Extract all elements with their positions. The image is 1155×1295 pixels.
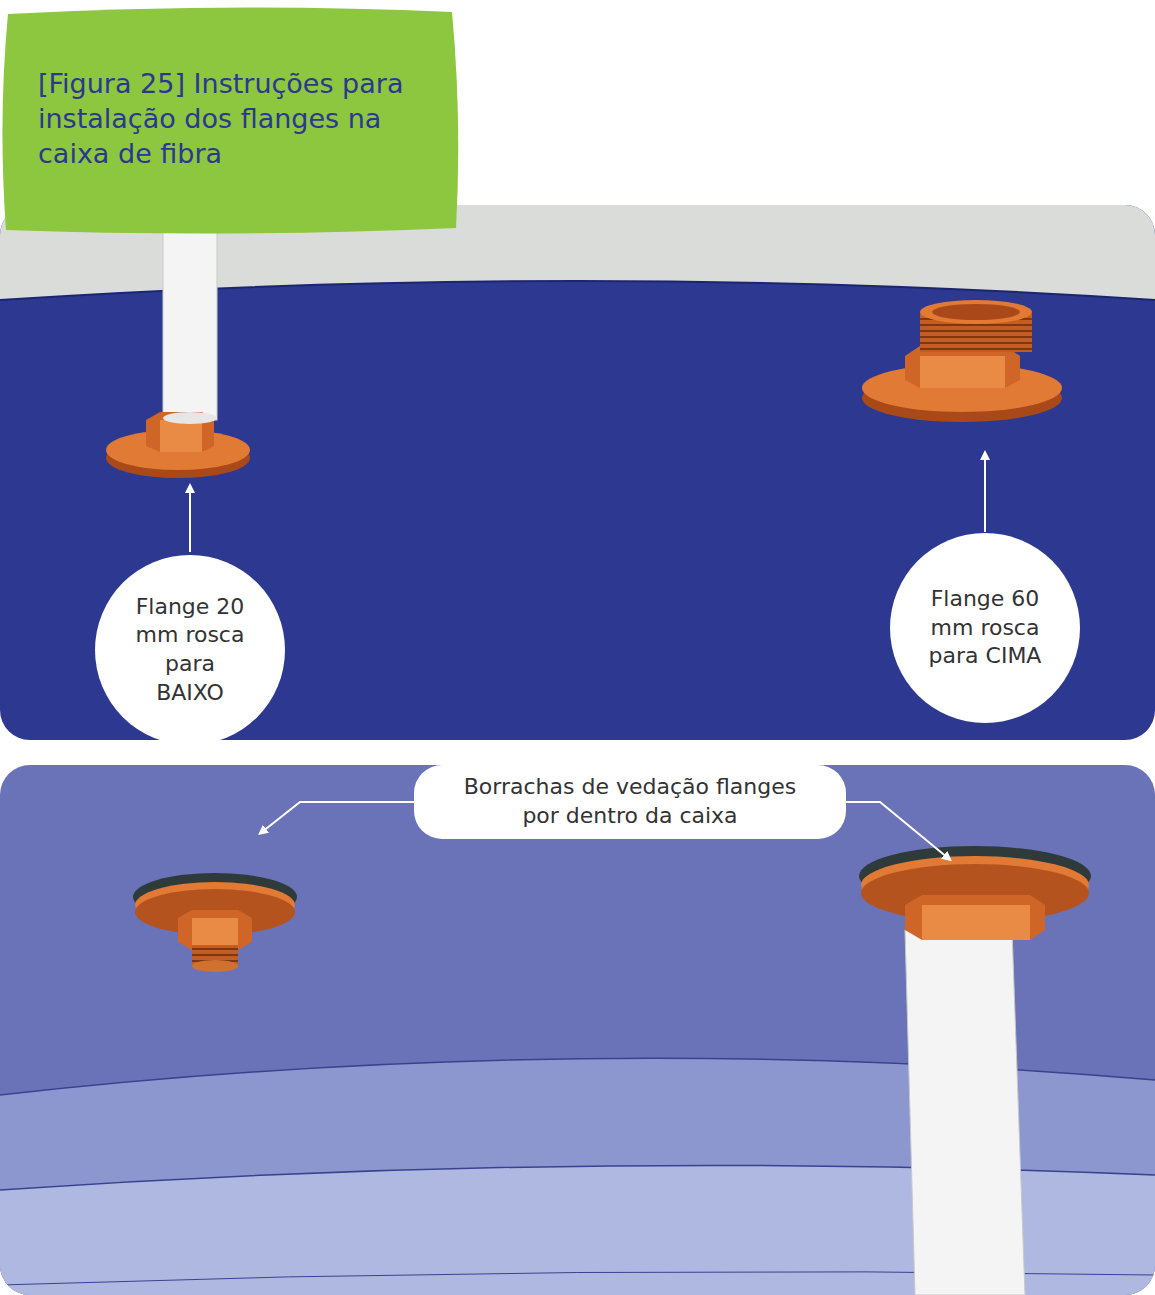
flange-60-top [862, 300, 1062, 422]
callout-box: Borrachas de vedação flanges por dentro … [414, 765, 846, 838]
callout-text: Flange 20 mm rosca para BAIXO [130, 593, 250, 707]
title-patch [2, 7, 458, 233]
leader-line [846, 802, 948, 858]
callout-text: Flange 60 mm rosca para CIMA [925, 585, 1045, 671]
top-panel [0, 205, 1155, 740]
bottom-panel [0, 765, 1155, 1295]
figure-title: [Figura 25] Instruções para instalação d… [38, 66, 418, 171]
flange-60-inside [859, 846, 1091, 1295]
callout-text: Borrachas de vedação flanges por dentro … [460, 773, 800, 830]
leader-line [984, 455, 986, 532]
leader-line [189, 488, 191, 552]
callout-circle: Flange 60 mm rosca para CIMA [890, 533, 1080, 723]
flange-20-inside [133, 873, 297, 972]
flange-20-top [106, 205, 250, 478]
leader-line [262, 802, 414, 832]
callout-circle: Flange 20 mm rosca para BAIXO [95, 555, 285, 745]
